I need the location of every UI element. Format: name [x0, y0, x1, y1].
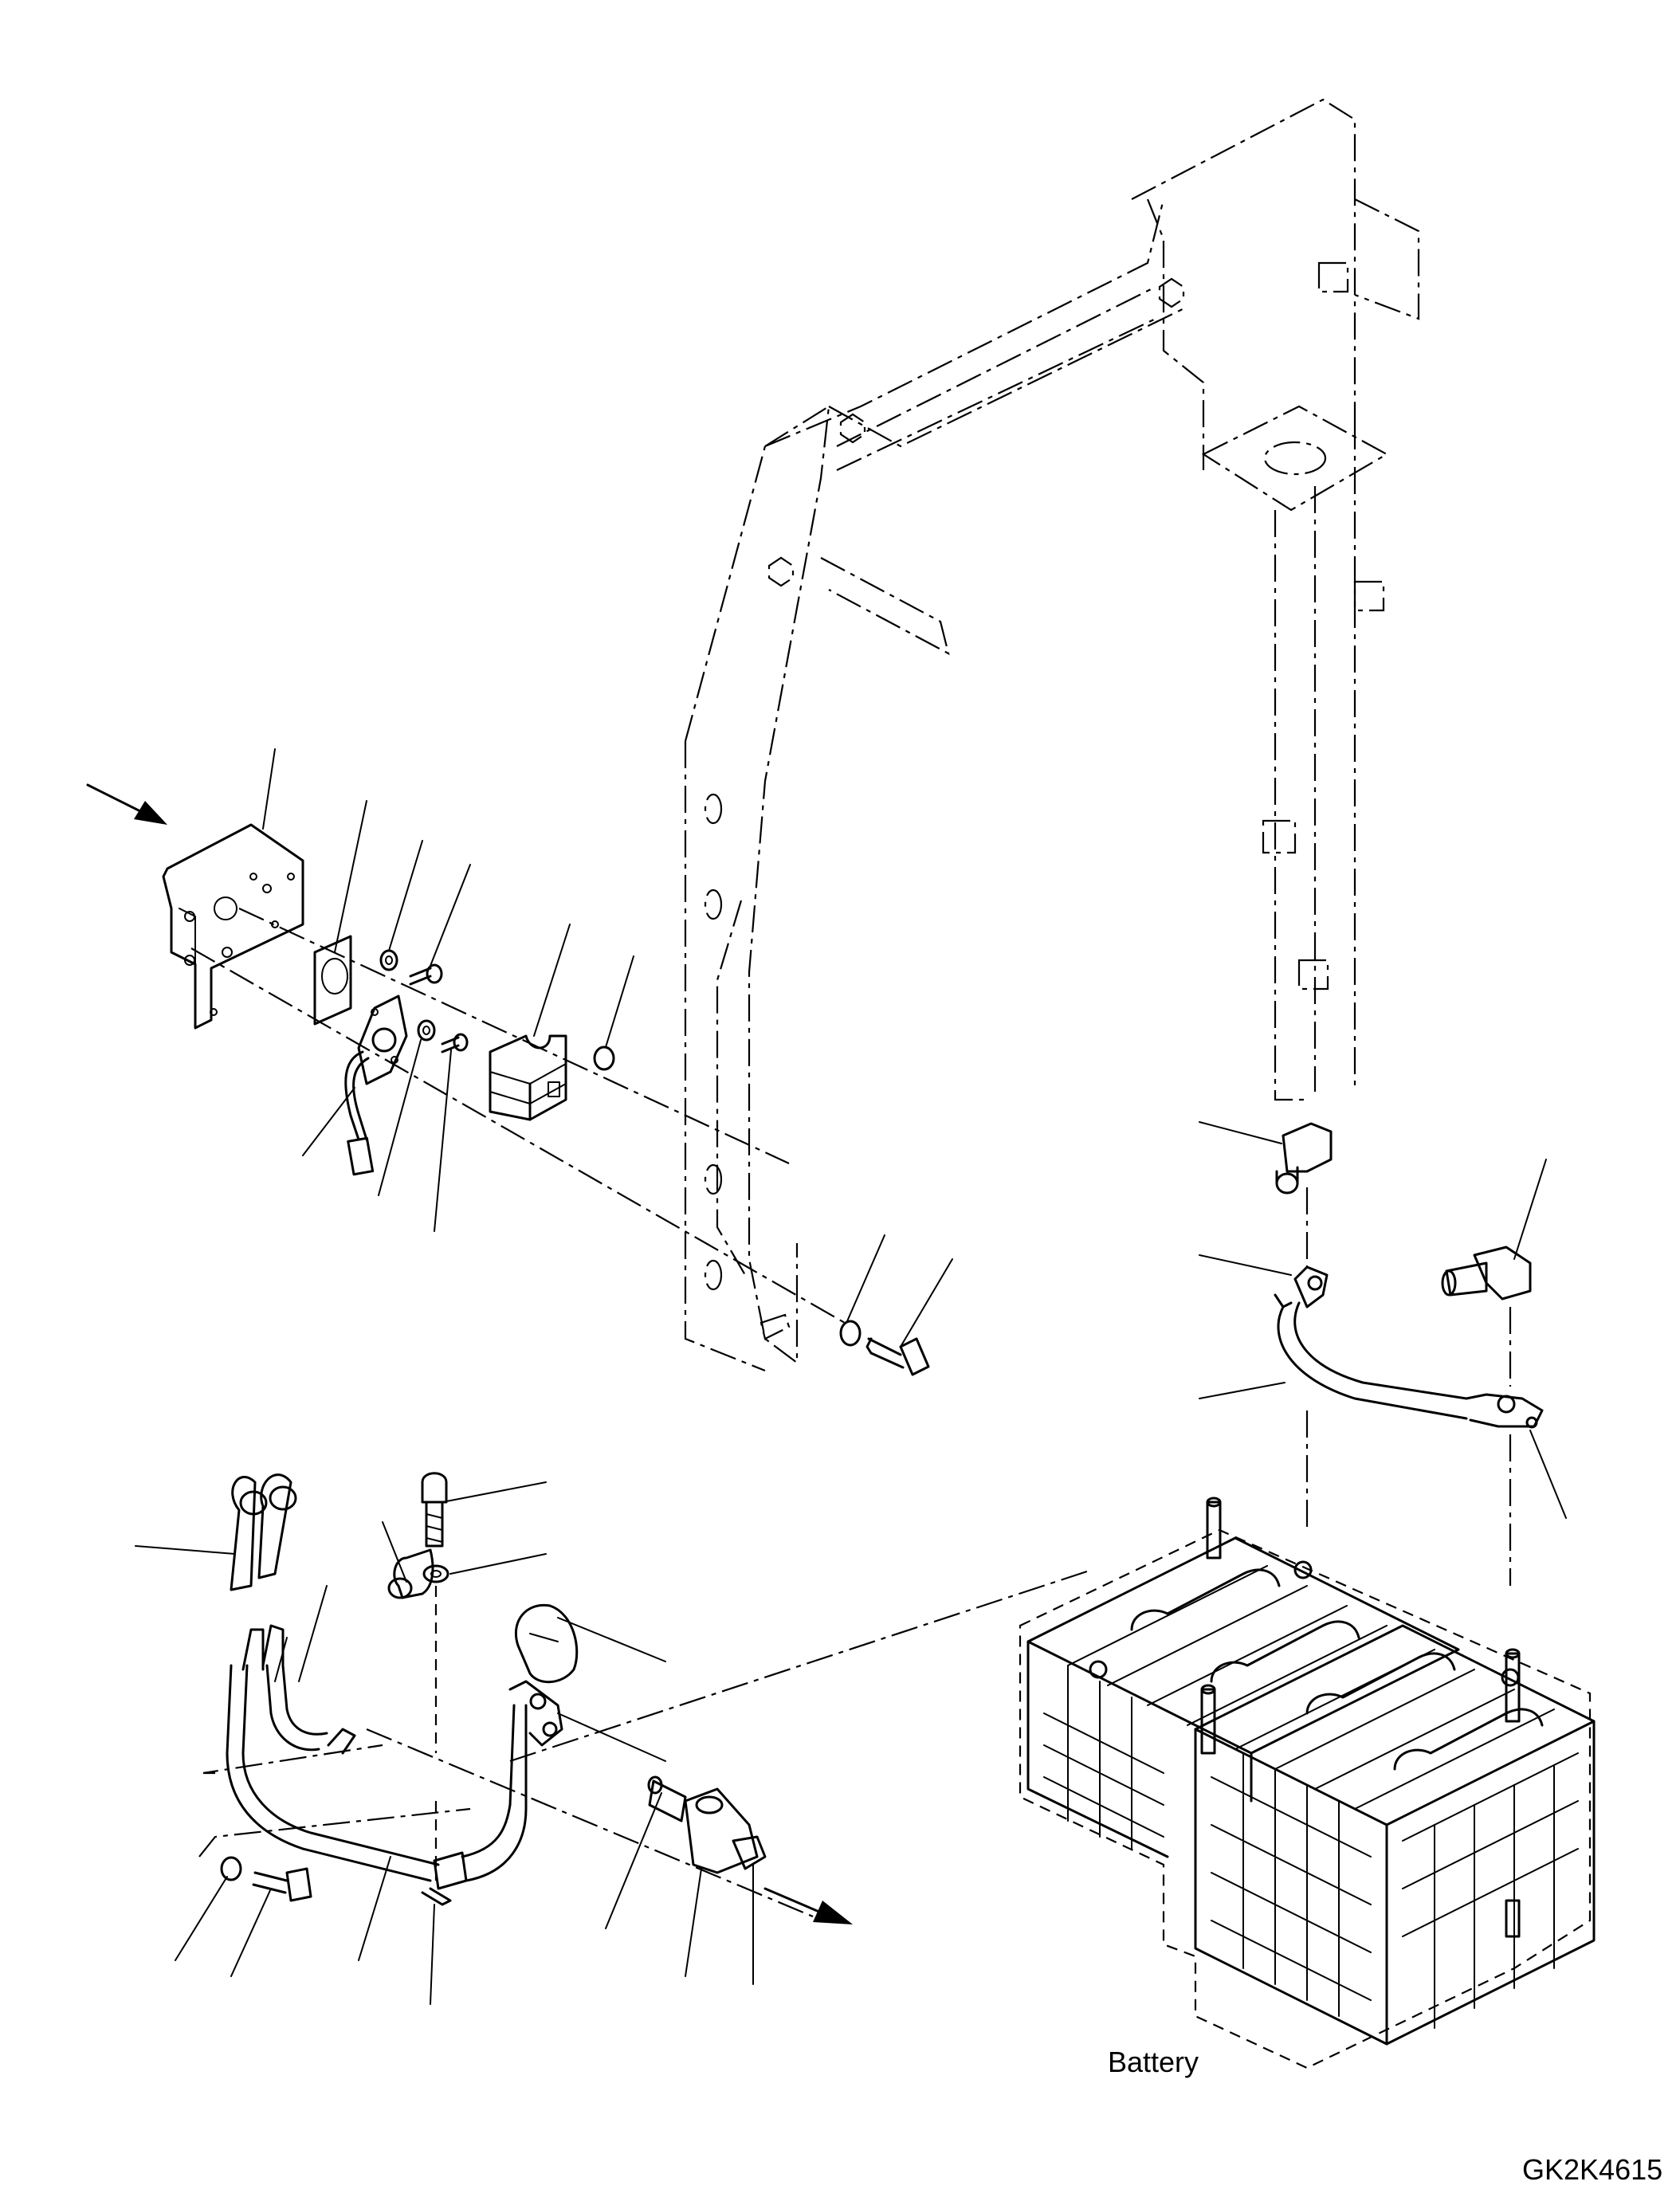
- gasket: [313, 935, 352, 1026]
- key-switch-module: [344, 995, 408, 1176]
- arrow-upper: [86, 783, 167, 825]
- battery-cable-assembly: [226, 1624, 563, 1906]
- leader-lines: [135, 748, 1567, 2005]
- lower-bolt: [421, 1472, 448, 1548]
- battery-label: Battery: [1108, 2046, 1199, 2078]
- screw-upper: [409, 963, 443, 986]
- frame-bolt: [866, 1337, 930, 1376]
- terminal-cap-right: [1441, 1246, 1532, 1301]
- frame-washer: [839, 1320, 862, 1347]
- clamp-bolt: [252, 1867, 312, 1902]
- switch-bracket: [162, 823, 304, 1030]
- terminal-cap-upper: [1275, 1122, 1333, 1195]
- cable-axis: [198, 1568, 1093, 1918]
- battery-jumper-cable: [1274, 1265, 1544, 1429]
- clamp-washer: [220, 1856, 242, 1881]
- battery: [1019, 1497, 1596, 2069]
- lower-washer: [422, 1564, 449, 1583]
- washer-upper: [379, 949, 398, 971]
- arrow-lower: [763, 1887, 853, 1924]
- relay-box: [489, 1034, 567, 1121]
- terminal-cover: [514, 1603, 579, 1684]
- grommet: [593, 1046, 615, 1071]
- cable-boots: [230, 1473, 297, 1591]
- assembly-axis: [190, 908, 846, 1324]
- washer-lower: [417, 1019, 436, 1042]
- disconnect-switch: [647, 1775, 767, 1874]
- drawing-id: GK2K4615: [1522, 2153, 1662, 2186]
- screw-lower: [441, 1033, 469, 1053]
- terminal-boot: [387, 1548, 434, 1599]
- cab-frame-phantom: [684, 98, 1420, 1372]
